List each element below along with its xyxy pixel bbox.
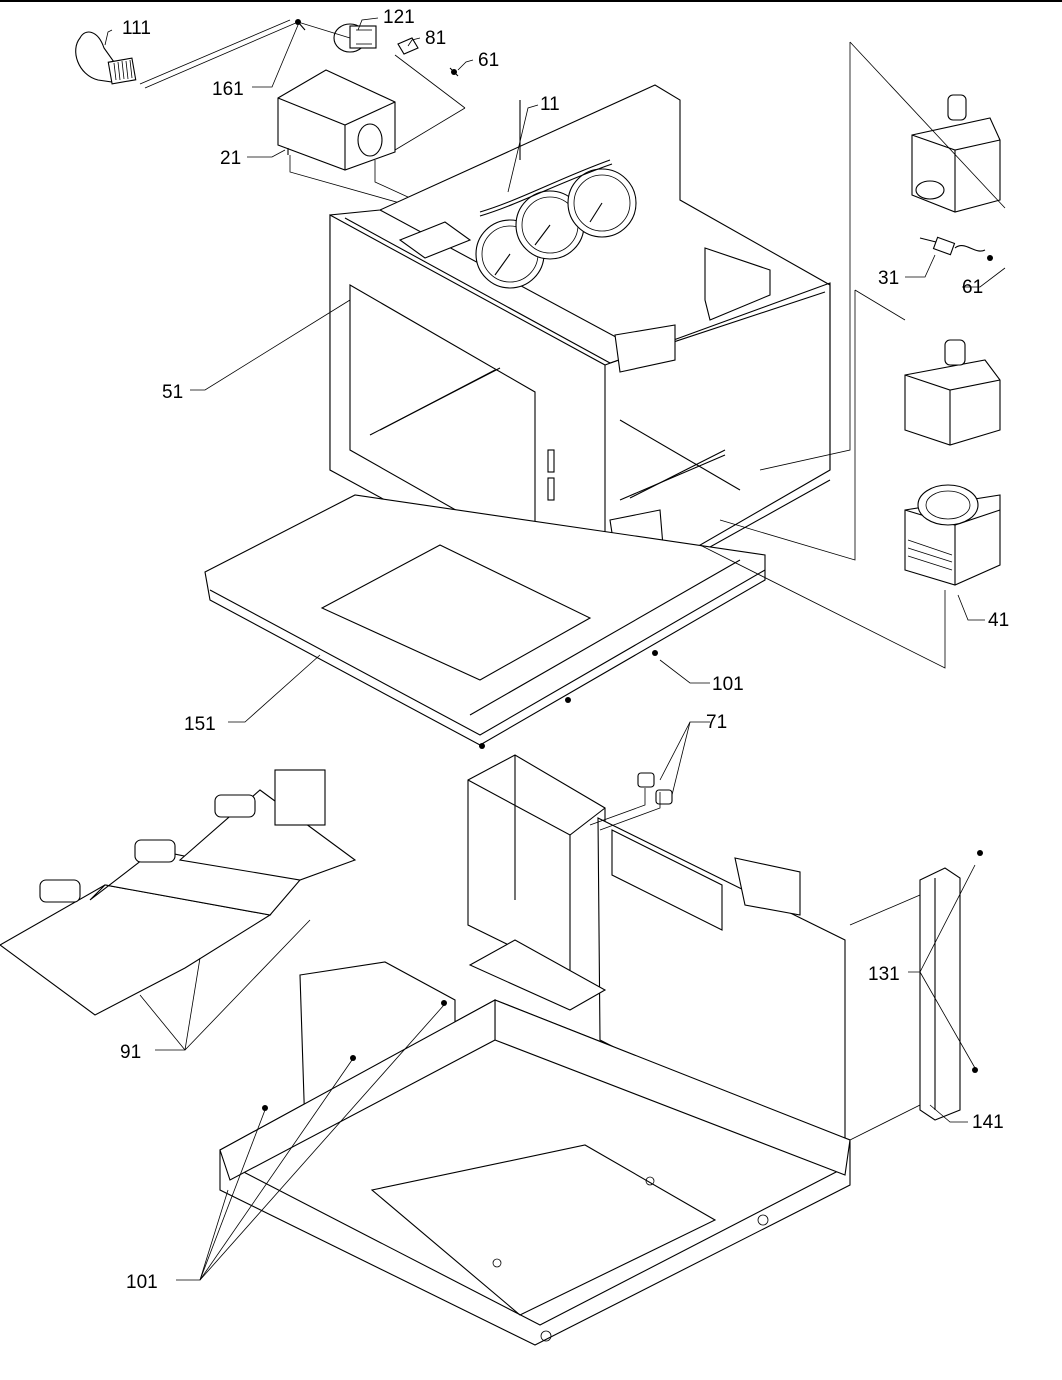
label-101-upper: 101 xyxy=(712,674,744,695)
lamp-socket xyxy=(333,23,377,53)
label-131: 131 xyxy=(868,964,900,985)
control-box-21 xyxy=(277,69,396,171)
magnetron-41 xyxy=(904,484,1001,586)
label-121: 121 xyxy=(383,7,415,28)
label-101-lower: 101 xyxy=(126,1272,158,1293)
base-plate-151 xyxy=(204,494,766,746)
label-21: 21 xyxy=(220,148,241,169)
label-41: 41 xyxy=(988,610,1009,631)
label-81: 81 xyxy=(425,28,446,49)
lower-cabinet xyxy=(219,754,851,1346)
label-51: 51 xyxy=(162,382,183,403)
label-111: 111 xyxy=(122,18,151,39)
thermal-fuse-31 xyxy=(919,236,993,261)
label-151: 151 xyxy=(184,714,216,735)
magnetron-top xyxy=(911,94,1001,213)
label-161: 161 xyxy=(212,79,244,100)
stirrer-gears xyxy=(475,168,637,289)
label-61-top: 61 xyxy=(478,50,499,71)
lamp-bulb xyxy=(75,31,137,85)
leader-lines xyxy=(104,17,1006,1281)
label-71: 71 xyxy=(706,712,727,733)
label-141: 141 xyxy=(972,1112,1004,1133)
magnetron-middle xyxy=(904,339,1001,446)
label-31: 31 xyxy=(878,268,899,289)
label-91: 91 xyxy=(120,1042,141,1063)
panel-141 xyxy=(919,867,961,1121)
screw-61-top xyxy=(449,67,459,77)
label-11: 11 xyxy=(540,94,560,115)
fan-parts-71 xyxy=(637,772,673,805)
upper-cabinet xyxy=(329,84,831,621)
filters-91 xyxy=(0,769,357,1016)
label-61-right: 61 xyxy=(962,277,983,298)
